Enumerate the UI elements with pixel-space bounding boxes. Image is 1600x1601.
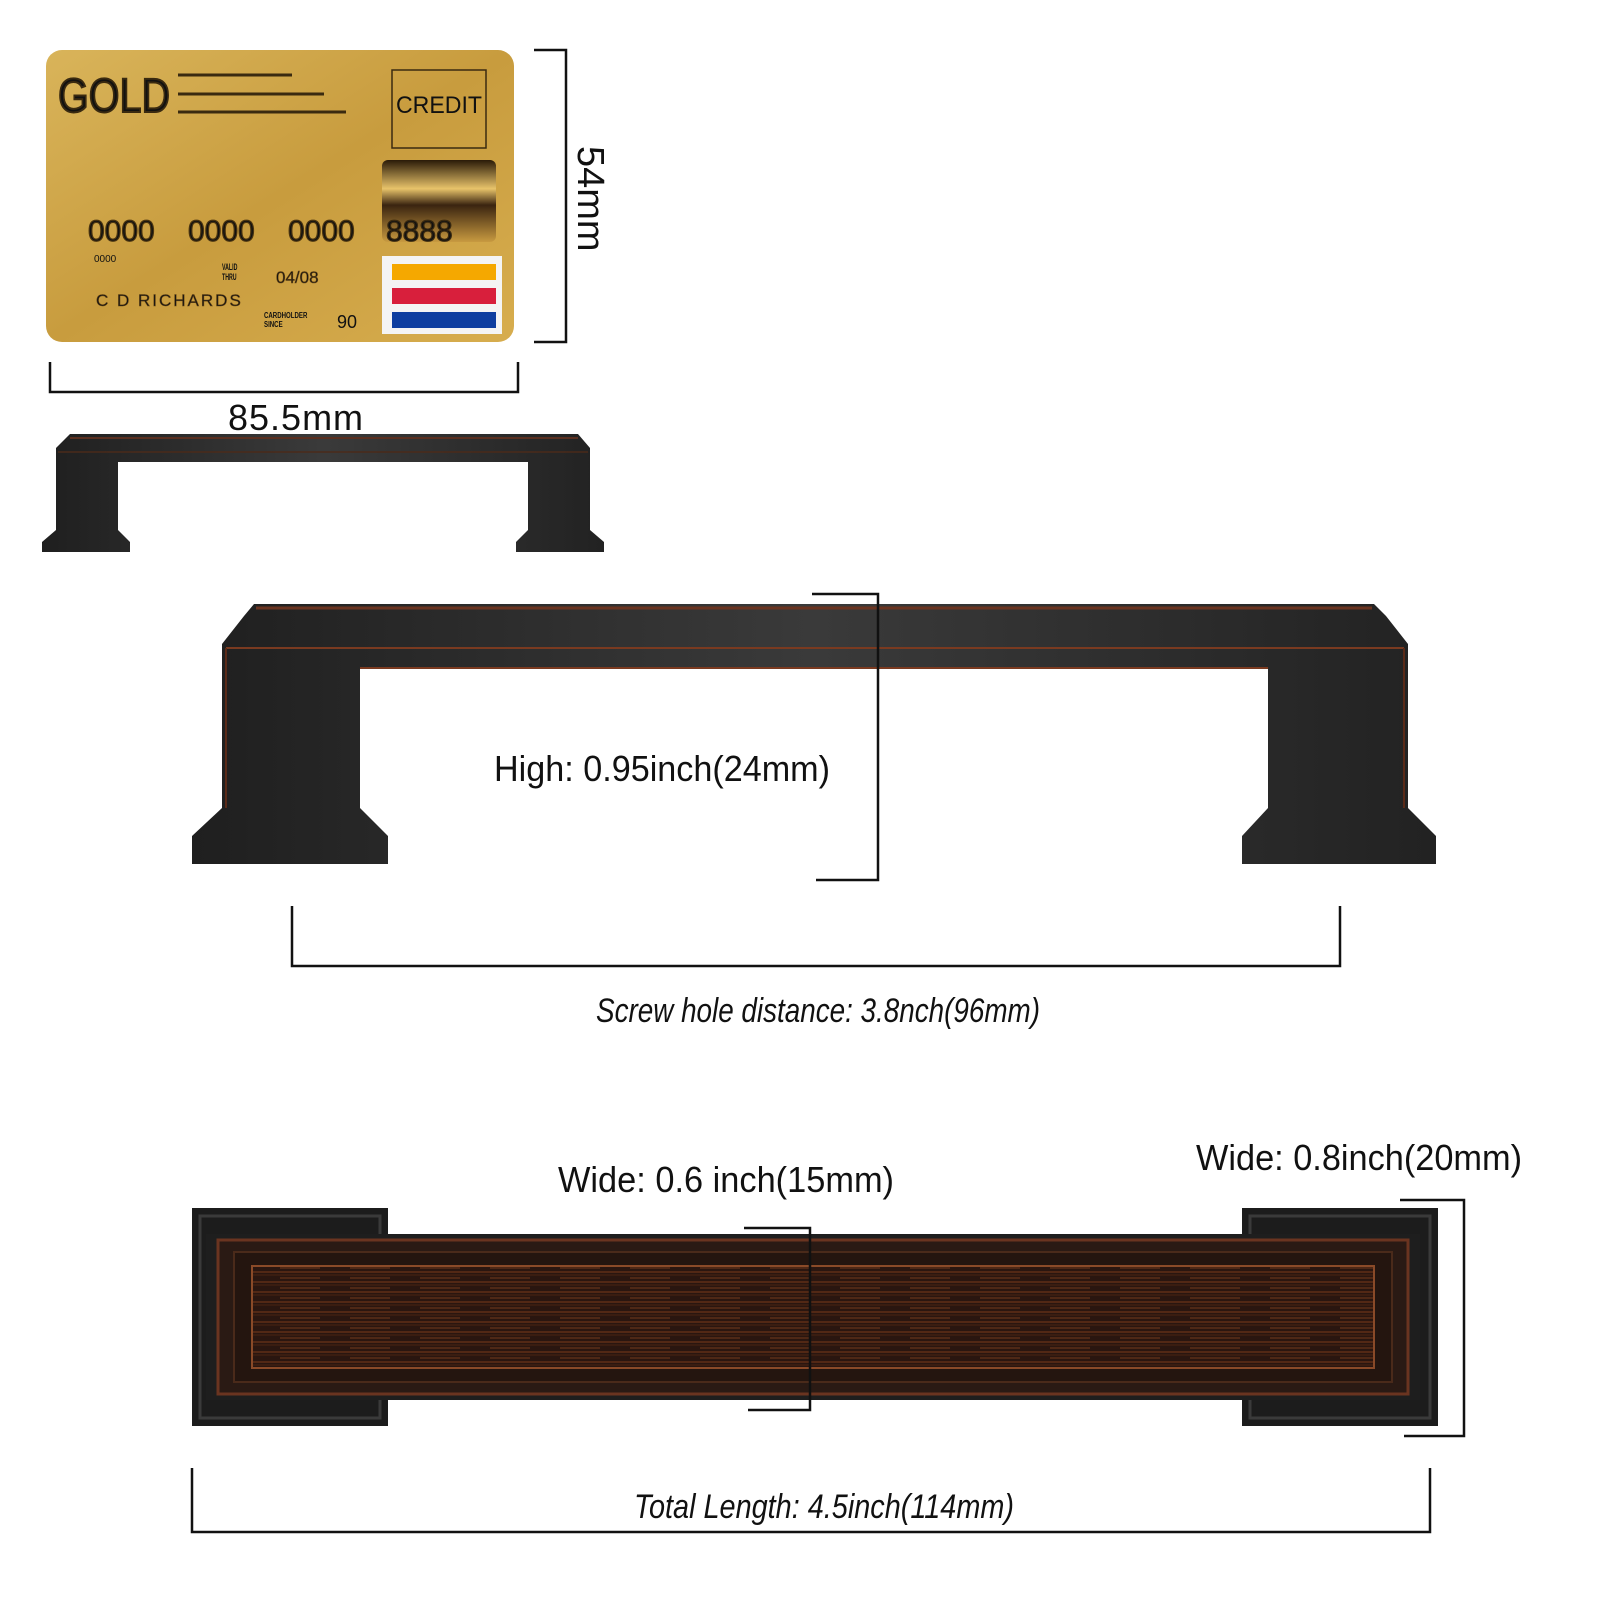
card-logo bbox=[382, 256, 502, 334]
card-height-label: 54mm bbox=[569, 146, 611, 252]
total-length-bracket bbox=[190, 1468, 1432, 1534]
handle-side-view-large bbox=[192, 604, 1436, 864]
card-logo-stripe-red bbox=[392, 288, 496, 304]
height-bracket bbox=[812, 592, 880, 882]
card-type-text: CREDIT bbox=[396, 92, 482, 119]
card-number-group-3: 0000 bbox=[288, 215, 355, 248]
card-number-group-4: 8888 bbox=[386, 215, 453, 248]
card-type-box bbox=[391, 69, 487, 149]
card-width-bracket bbox=[48, 362, 520, 394]
card-logo-stripe-blue bbox=[392, 312, 496, 328]
screw-hole-label: Screw hole distance: 3.8nch(96mm) bbox=[596, 992, 1040, 1030]
handle-bar-face bbox=[251, 1265, 1375, 1369]
height-label: High: 0.95inch(24mm) bbox=[494, 748, 830, 789]
card-number-group-1: 0000 bbox=[88, 215, 155, 248]
card-chip bbox=[382, 160, 496, 242]
card-logo-stripe-yellow bbox=[392, 264, 496, 280]
card-since-year: 90 bbox=[337, 312, 357, 332]
card-brand-text: GOLD bbox=[58, 70, 170, 123]
screw-hole-bracket bbox=[290, 906, 1342, 968]
base-width-bracket bbox=[1400, 1198, 1466, 1438]
bar-width-bracket bbox=[744, 1226, 812, 1412]
card-number-group-2: 0000 bbox=[188, 215, 255, 248]
card-valid-date: 04/08 bbox=[276, 268, 319, 287]
card-small-number: 0000 bbox=[94, 254, 117, 265]
card-holder-name: C D RICHARDS bbox=[96, 291, 243, 310]
total-length-label: Total Length: 4.5inch(114mm) bbox=[634, 1488, 1014, 1526]
card-width-label: 85.5mm bbox=[228, 397, 364, 438]
card-brand-lines bbox=[178, 73, 346, 114]
card-height-bracket bbox=[534, 48, 568, 344]
base-width-label: Wide: 0.8inch(20mm) bbox=[1196, 1137, 1522, 1178]
bar-width-label: Wide: 0.6 inch(15mm) bbox=[558, 1159, 894, 1200]
credit-card: GOLD CREDIT 0000 0000 0000 8888 0000 VAL… bbox=[46, 50, 514, 342]
handle-top-view bbox=[192, 1208, 1438, 1426]
handle-side-view-small bbox=[42, 434, 604, 552]
